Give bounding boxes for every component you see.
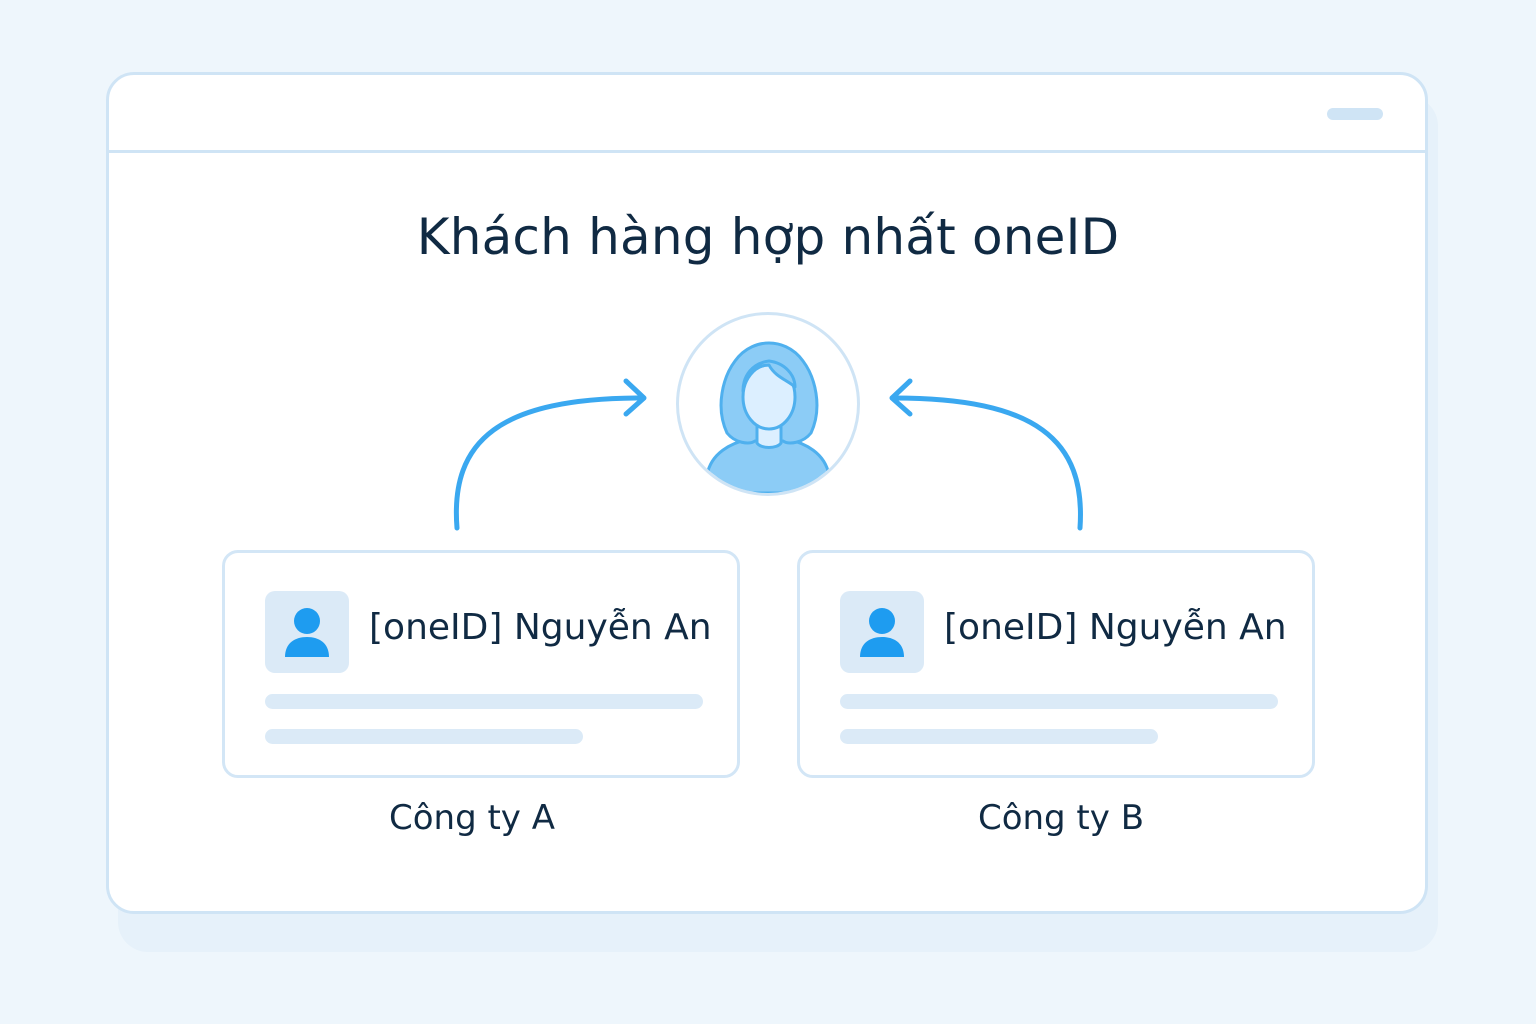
page-title: Khách hàng hợp nhất oneID [416, 208, 1120, 266]
arrow-right-to-profile [891, 395, 1083, 531]
company-label-a: Công ty A [389, 798, 555, 838]
woman-avatar-icon [705, 341, 831, 493]
window-control-pill[interactable] [1327, 108, 1383, 120]
user-icon [285, 608, 329, 657]
customer-card-company-b[interactable]: [oneID] Nguyễn An [797, 550, 1315, 778]
unified-profile-avatar[interactable] [676, 312, 860, 496]
placeholder-line [265, 729, 583, 744]
placeholder-line [840, 729, 1158, 744]
placeholder-line [265, 694, 703, 709]
arrow-left-to-profile [453, 395, 645, 531]
arrow-right-head-icon [889, 378, 913, 417]
user-avatar [840, 591, 924, 673]
window-titlebar [109, 75, 1425, 153]
customer-name: [oneID] Nguyễn An [369, 607, 712, 648]
placeholder-line [840, 694, 1278, 709]
arrow-left-head-icon [623, 378, 647, 417]
company-label-b: Công ty B [977, 798, 1145, 838]
user-avatar [265, 591, 349, 673]
user-icon [860, 608, 904, 657]
customer-card-company-a[interactable]: [oneID] Nguyễn An [222, 550, 740, 778]
customer-name: [oneID] Nguyễn An [944, 607, 1287, 648]
